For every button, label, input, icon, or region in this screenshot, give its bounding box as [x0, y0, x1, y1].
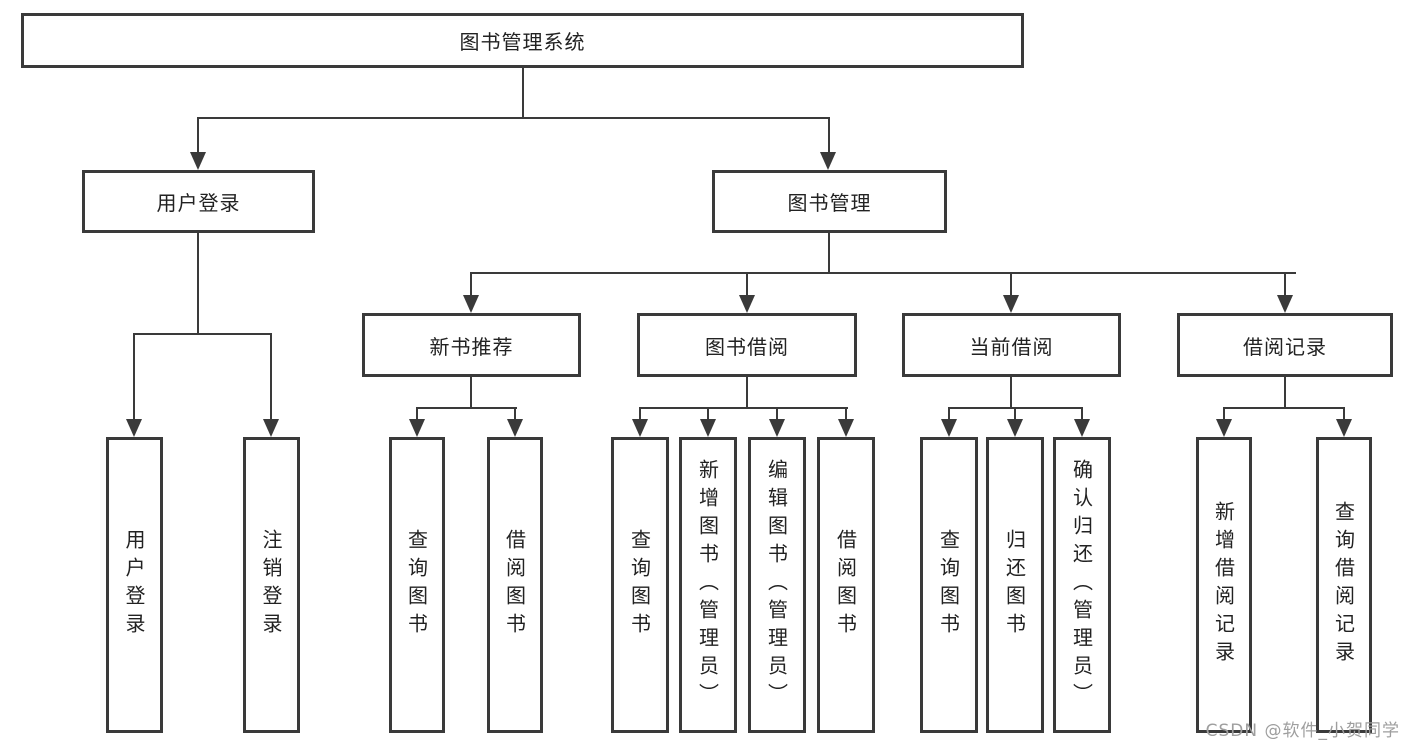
- leaf-current-confirm-admin: 确认归还（管理员）: [1053, 437, 1111, 733]
- arrow-down-icon: [409, 419, 425, 437]
- connector-drop-login: [133, 333, 135, 419]
- leaf-current-return: 归还图书: [986, 437, 1044, 733]
- arrow-down-icon: [126, 419, 142, 437]
- connector-drop: [845, 407, 847, 421]
- arrow-down-icon: [769, 419, 785, 437]
- arrow-down-icon: [1003, 295, 1019, 313]
- connector-drop: [948, 407, 950, 421]
- connector-book-management-stem: [828, 233, 830, 273]
- arrow-down-icon: [1007, 419, 1023, 437]
- connector-level3-branch: [470, 272, 1296, 274]
- connector-drop: [416, 407, 418, 421]
- leaf-user-login: 用户登录: [106, 437, 163, 733]
- connector-user-login-branch: [133, 333, 272, 335]
- leaf-logout: 注销登录: [243, 437, 300, 733]
- connector-root-stem: [522, 68, 524, 118]
- connector-drop-book-management: [828, 117, 830, 153]
- arrow-down-icon: [1216, 419, 1232, 437]
- connector-drop-current: [1010, 272, 1012, 296]
- connector-level2-branch: [197, 117, 829, 119]
- connector-drop: [707, 407, 709, 421]
- leaf-newbook-borrow: 借阅图书: [487, 437, 543, 733]
- node-library-system: 图书管理系统: [21, 13, 1024, 68]
- connector-drop: [1223, 407, 1225, 421]
- leaf-borrow-edit-admin: 编辑图书（管理员）: [748, 437, 806, 733]
- connector-borrow-branch: [639, 407, 848, 409]
- arrow-down-icon: [700, 419, 716, 437]
- connector-drop: [1343, 407, 1345, 421]
- leaf-borrow-query: 查询图书: [611, 437, 669, 733]
- leaf-records-add: 新增借阅记录: [1196, 437, 1252, 733]
- connector-drop-borrow: [746, 272, 748, 296]
- connector-drop: [639, 407, 641, 421]
- arrow-down-icon: [263, 419, 279, 437]
- node-current-borrow: 当前借阅: [902, 313, 1121, 377]
- leaf-borrow-add-admin: 新增图书（管理员）: [679, 437, 737, 733]
- connector-new-book-stem: [470, 377, 472, 408]
- connector-records-branch: [1223, 407, 1345, 409]
- arrow-down-icon: [941, 419, 957, 437]
- connector-drop: [514, 407, 516, 421]
- node-book-borrow: 图书借阅: [637, 313, 857, 377]
- connector-borrow-stem: [746, 377, 748, 408]
- leaf-borrow-borrow: 借阅图书: [817, 437, 875, 733]
- arrow-down-icon: [1277, 295, 1293, 313]
- node-new-book-recommend: 新书推荐: [362, 313, 581, 377]
- arrow-down-icon: [1074, 419, 1090, 437]
- arrow-down-icon: [507, 419, 523, 437]
- arrow-down-icon: [463, 295, 479, 313]
- connector-drop-user-login: [197, 117, 199, 153]
- arrow-down-icon: [632, 419, 648, 437]
- connector-records-stem: [1284, 377, 1286, 408]
- arrow-down-icon: [1336, 419, 1352, 437]
- node-user-login: 用户登录: [82, 170, 315, 233]
- connector-current-stem: [1010, 377, 1012, 408]
- node-book-management: 图书管理: [712, 170, 947, 233]
- watermark: CSDN @软件_小贺同学: [1205, 721, 1400, 741]
- node-borrow-records: 借阅记录: [1177, 313, 1393, 377]
- connector-drop-records: [1284, 272, 1286, 296]
- connector-user-login-stem: [197, 233, 199, 334]
- connector-drop: [1014, 407, 1016, 421]
- arrow-down-icon: [739, 295, 755, 313]
- connector-drop: [776, 407, 778, 421]
- arrow-down-icon: [190, 152, 206, 170]
- arrow-down-icon: [838, 419, 854, 437]
- arrow-down-icon: [820, 152, 836, 170]
- connector-new-book-branch: [416, 407, 517, 409]
- connector-drop: [1081, 407, 1083, 421]
- leaf-records-query: 查询借阅记录: [1316, 437, 1372, 733]
- leaf-current-query: 查询图书: [920, 437, 978, 733]
- connector-drop-logout: [270, 333, 272, 419]
- connector-drop-new-book: [470, 272, 472, 296]
- leaf-newbook-query: 查询图书: [389, 437, 445, 733]
